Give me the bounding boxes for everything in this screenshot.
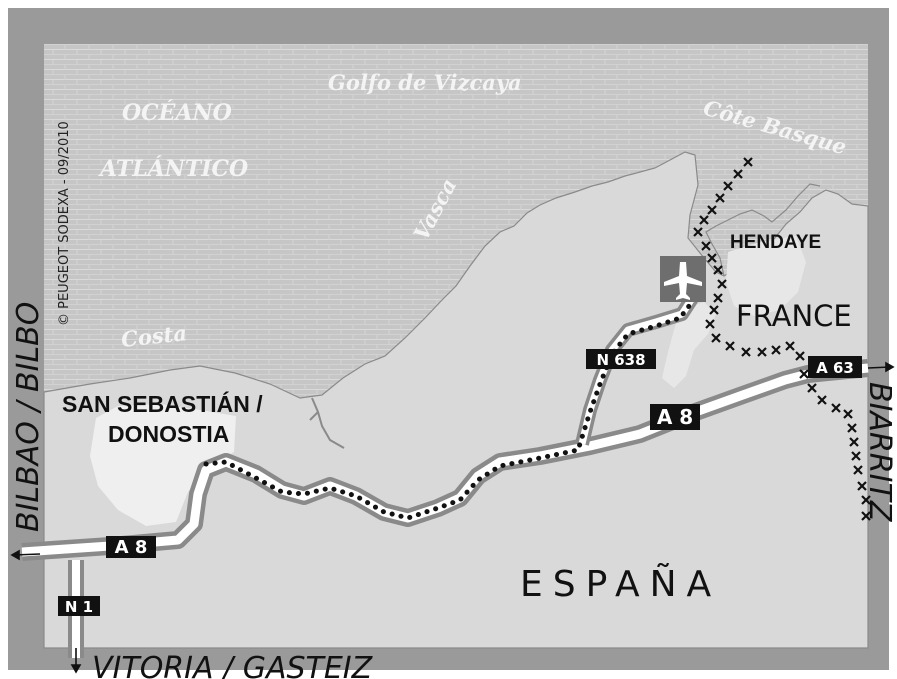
shield-n638: N 638 [586, 349, 656, 369]
label-atlantico: ATLÁNTICO [98, 155, 248, 182]
shield-a8-west: A 8 [106, 536, 156, 558]
arrow-bilbao-icon [10, 549, 41, 561]
coast-france [705, 183, 821, 277]
label-san-sebastian-1: SAN SEBASTIÁN / [62, 390, 263, 417]
urban-san-sebastian [90, 404, 236, 526]
label-vitoria: VITORIA / GASTEIZ [92, 651, 374, 679]
shield-a63: A 63 [808, 356, 862, 378]
shield-n1-label: N 1 [65, 598, 93, 616]
label-hendaye: HENDAYE [730, 232, 821, 253]
shield-a8-west-label: A 8 [115, 537, 148, 558]
label-espana: ESPAÑA [520, 563, 721, 605]
shield-a8-east-label: A 8 [657, 405, 693, 429]
urban-irun [662, 302, 716, 388]
urban-hendaye [726, 236, 806, 316]
arrow-vitoria-icon [70, 648, 82, 674]
route-to-airport [203, 299, 695, 521]
label-golfo-vizcaya: Golfo de Vizcaya [328, 70, 522, 95]
arrow-biarritz-icon [867, 361, 895, 373]
shield-a63-label: A 63 [816, 359, 854, 377]
road-n638-fill [578, 284, 703, 445]
label-biarritz: BIARRITZ [862, 382, 897, 523]
shield-n1: N 1 [58, 596, 100, 616]
label-bilbao: BILBAO / BILBO [11, 302, 46, 532]
shield-a8-east: A 8 [650, 404, 700, 430]
label-france: FRANCE [736, 299, 852, 333]
shield-n638-label: N 638 [596, 351, 645, 369]
river-oria [309, 397, 345, 449]
border-france-spain [693, 157, 871, 521]
airplane-icon [660, 256, 706, 302]
label-san-sebastian-2: DONOSTIA [108, 421, 229, 447]
copyright-text: © PEUGEOT SODEXA - 09/2010 [57, 121, 72, 326]
label-oceano: OCÉANO [122, 99, 232, 126]
